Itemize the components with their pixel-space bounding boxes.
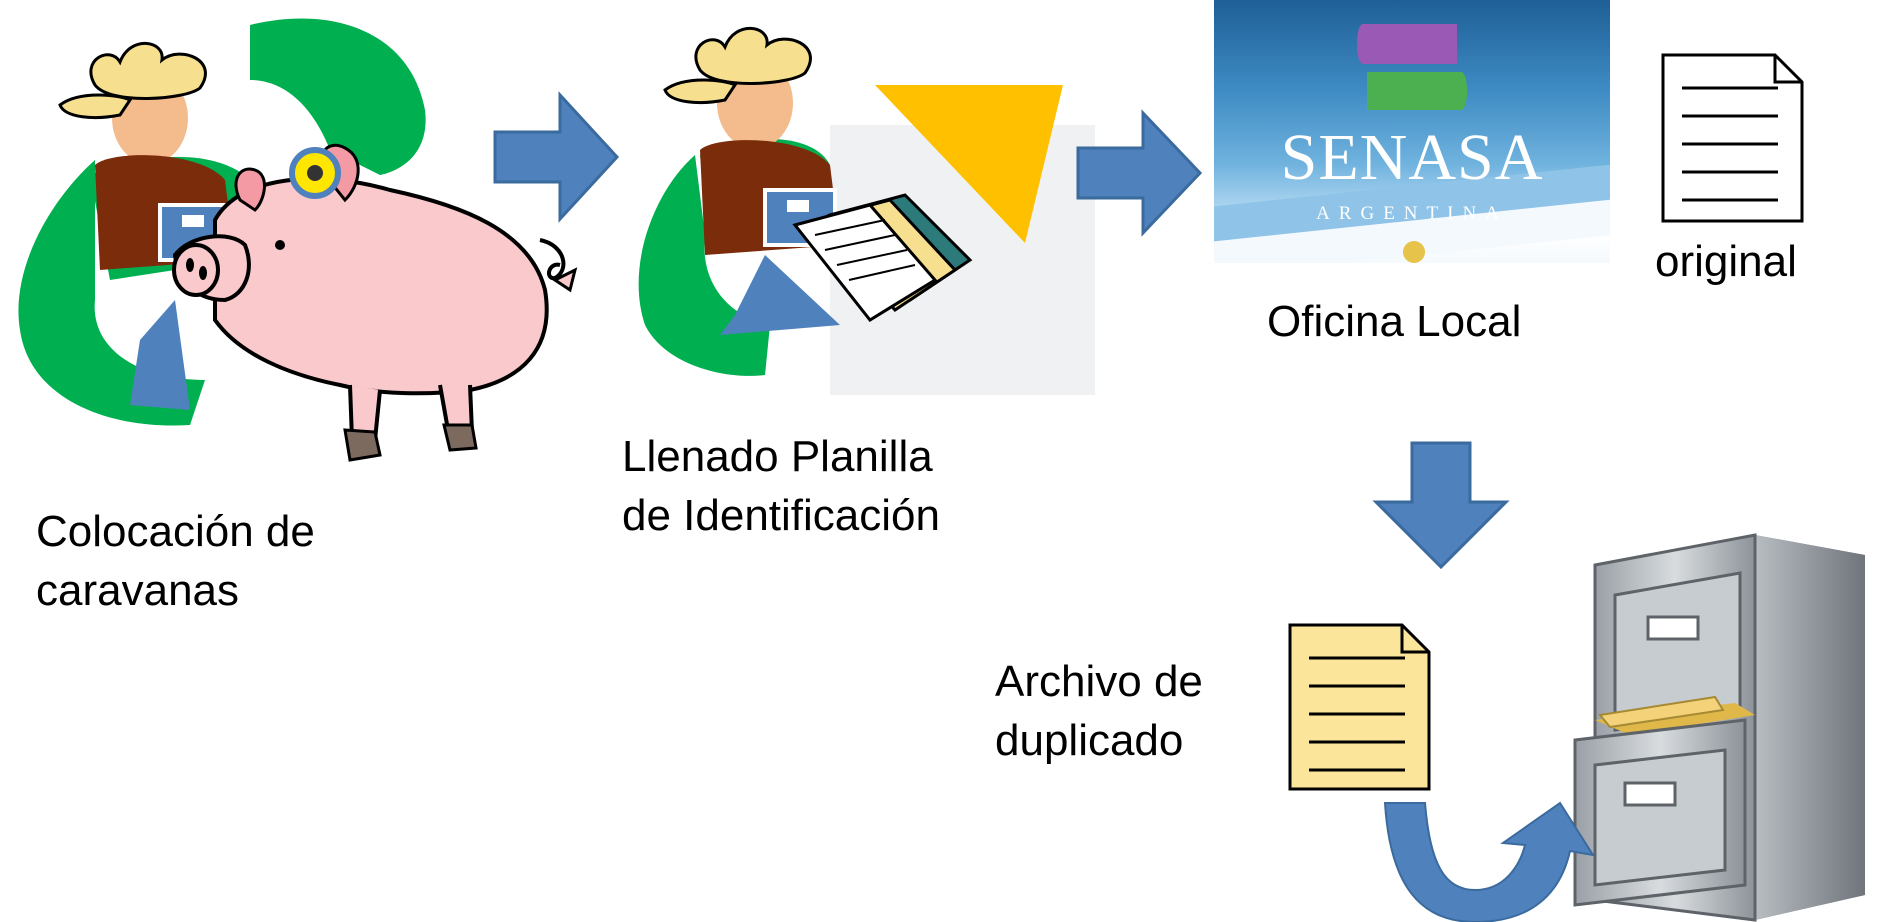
label-step1-line2: caravanas — [36, 566, 240, 616]
green-shape-left — [18, 160, 205, 426]
document-icon — [1661, 53, 1804, 223]
farmer-pig-illustration — [18, 18, 578, 462]
label-step1-line1: Colocación de — [36, 507, 315, 556]
label-office: Oficina Local — [1267, 297, 1522, 346]
label-archive-line1: Archivo de — [995, 657, 1203, 706]
label-step2-line1: Llenado Planilla — [622, 432, 933, 481]
label-archive: Archivo de duplicado — [995, 652, 1203, 771]
pig-icon — [172, 143, 578, 462]
senasa-logo-subtext: ARGENTINA — [1316, 203, 1508, 224]
filing-cabinet-icon — [1573, 533, 1865, 922]
label-step2-line2: de Identificación — [622, 491, 940, 541]
blue-shape — [130, 300, 190, 410]
label-archive-line2: duplicado — [995, 716, 1184, 766]
label-step2: Llenado Planilla de Identificación — [622, 427, 940, 546]
duplicate-document-icon — [1288, 623, 1431, 791]
sun-emblem — [1403, 241, 1425, 263]
senasa-logo: SENASA ARGENTINA — [1214, 0, 1610, 263]
ear-tag-icon — [289, 147, 341, 199]
arrow-right-icon — [1076, 109, 1203, 237]
senasa-logo-text: SENASA — [1280, 121, 1544, 194]
arrow-right-icon — [493, 91, 620, 223]
label-original: original — [1655, 237, 1797, 286]
green-shape-top — [250, 18, 426, 176]
label-step1: Colocación de caravanas — [36, 502, 315, 621]
documents-icon — [792, 193, 973, 322]
senasa-emblem — [1357, 24, 1467, 110]
arrow-down-icon — [1372, 441, 1510, 570]
curved-arrow-icon — [1383, 801, 1596, 922]
farmer-documents-illustration — [638, 26, 1095, 395]
gold-triangle — [875, 85, 1063, 243]
